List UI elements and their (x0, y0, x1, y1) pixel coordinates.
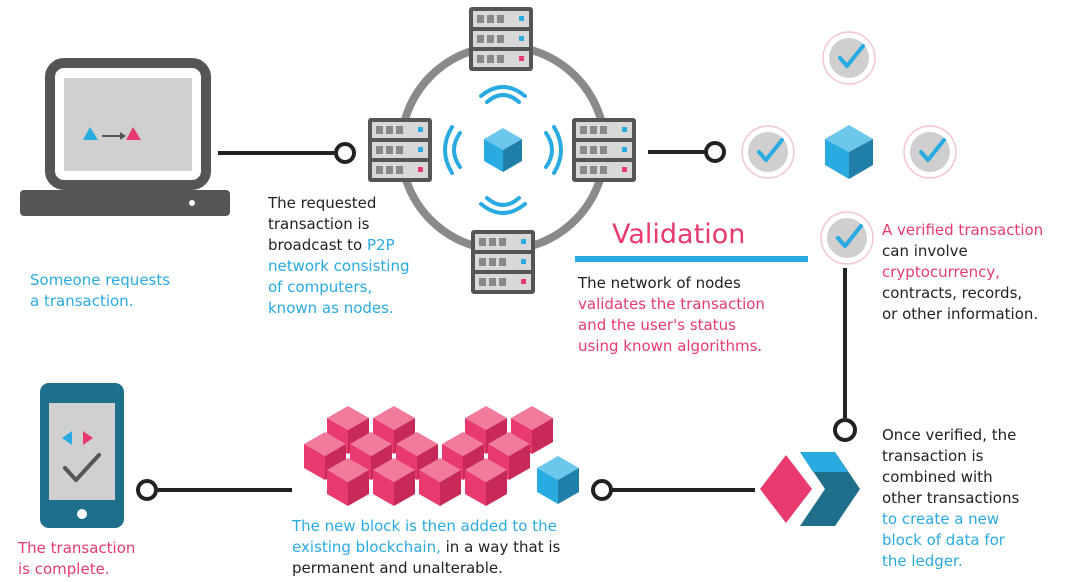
text-line: A verified transaction (882, 221, 1044, 239)
text-line: combined with (882, 468, 993, 486)
chevron-block-icon (760, 452, 860, 526)
text-line: or other information. (882, 305, 1039, 323)
check-badge-icon (902, 124, 958, 180)
text-line: known as nodes. (268, 299, 394, 317)
server-icon (368, 118, 432, 182)
step-complete-text: The transaction is complete. (18, 538, 135, 580)
check-badge-icon (821, 30, 877, 86)
text-line: The new block is then added to the (292, 517, 557, 535)
text-line: cryptocurrency, (882, 263, 1000, 281)
step-verified-text: A verified transaction can involve crypt… (882, 220, 1043, 325)
text-line: and the user's status (578, 316, 736, 334)
text-segment: in a way that is (440, 538, 561, 556)
text-line: Someone requests (30, 271, 171, 289)
text-line: transaction is (268, 215, 370, 233)
text-line: transaction is (882, 447, 984, 465)
check-badge-icon (819, 210, 875, 266)
text-line: is complete. (18, 560, 110, 578)
text-line: can involve (882, 242, 968, 260)
connector-node (833, 418, 857, 442)
step-added-text: The new block is then added to the exist… (292, 516, 560, 579)
text-line: The requested (268, 194, 377, 212)
blockchain-cube-icon (537, 456, 579, 504)
text-line: Once verified, the (882, 426, 1017, 444)
text-line: a transaction. (30, 292, 134, 310)
text-line: network consisting (268, 257, 410, 275)
text-line: using known algorithms. (578, 337, 763, 355)
step-validation-text: The network of nodes validates the trans… (578, 273, 765, 357)
connector-node (136, 479, 158, 501)
text-line: other transactions (882, 489, 1020, 507)
text-line: validates the transaction (578, 295, 765, 313)
connector-node (704, 141, 726, 163)
text-line: permanent and unalterable. (292, 559, 503, 577)
laptop-icon (20, 58, 230, 216)
text-line: contracts, records, (882, 284, 1023, 302)
text-line: the ledger. (882, 552, 963, 570)
wifi-signal-icon (443, 85, 563, 215)
step-request-text: Someone requests a transaction. (30, 270, 170, 312)
text-segment: P2P (366, 236, 395, 254)
smartphone-icon (40, 383, 124, 528)
connector-node (334, 142, 356, 164)
step-broadcast-text: The requested transaction is broadcast t… (268, 193, 410, 319)
blockchain-cube-icon (825, 125, 873, 179)
blockchain-cube-icon (484, 128, 522, 172)
server-icon (572, 118, 636, 182)
server-icon (469, 7, 533, 71)
connector-node (591, 479, 613, 501)
text-line: of computers, (268, 278, 373, 296)
validation-title: Validation (612, 219, 746, 250)
pink-cube-cluster-icon (304, 406, 553, 506)
text-segment: broadcast to (268, 236, 367, 254)
check-badge-icon (740, 124, 796, 180)
text-line: to create a new (882, 510, 1000, 528)
text-line: The network of nodes (578, 274, 741, 292)
step-combine-text: Once verified, the transaction is combin… (882, 425, 1019, 572)
server-icon (471, 230, 535, 294)
text-line: The transaction (18, 539, 136, 557)
text-segment: existing blockchain, (292, 538, 441, 556)
text-line: block of data for (882, 531, 1005, 549)
